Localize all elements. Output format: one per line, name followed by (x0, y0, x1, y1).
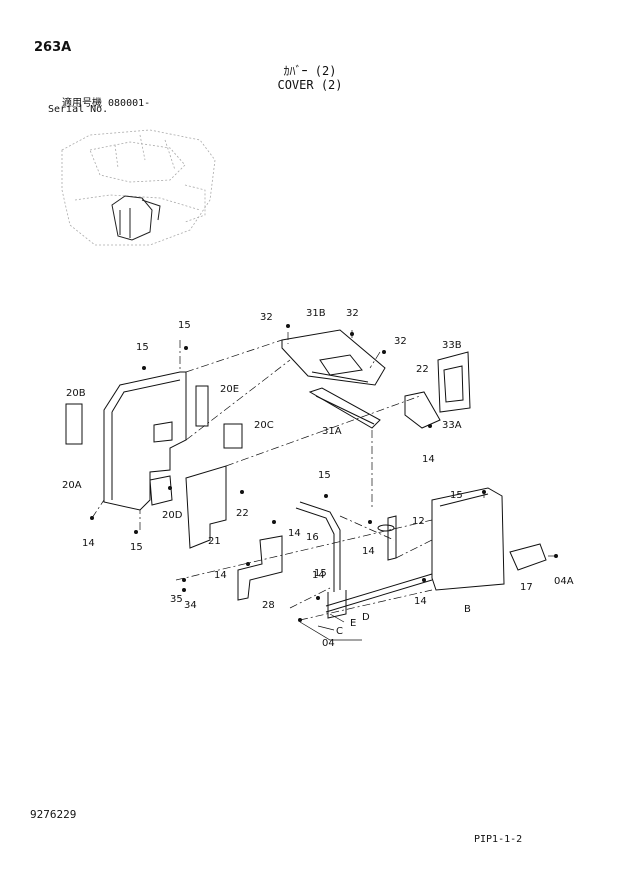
callout-14-h: 04A (554, 576, 574, 587)
title-english: COVER (2) (277, 78, 343, 92)
callout-14-a: 14 (422, 454, 435, 465)
callout-20C: 20C (254, 420, 274, 431)
callout-32-a: 32 (260, 312, 273, 323)
document-number: 9276229 (30, 808, 77, 821)
part-31A-rail (308, 387, 381, 429)
part-33B-cover (437, 351, 471, 413)
part-04-rail (325, 573, 433, 619)
part-33A-cover (404, 391, 441, 429)
dimension-lines (299, 613, 362, 641)
callout-22-b: 22 (236, 508, 249, 519)
serial-label-english: Serial No. (48, 104, 109, 115)
callout-35: 35 (170, 594, 183, 605)
callout-C: 04 (322, 638, 335, 649)
callout-31B: 31B (306, 308, 326, 319)
machine-thumbnail (61, 129, 216, 246)
callout-20E: 20E (220, 384, 239, 395)
callout-15-e: 15 (450, 490, 463, 501)
callout-04A: B (464, 604, 471, 615)
page-code: PIP1-1-2 (474, 834, 523, 845)
callout-labels: 32 31B 32 32 33B 15 15 20B 20E 22 20C 33… (62, 308, 574, 649)
part-20E-strip (195, 385, 209, 427)
part-12-bracket (377, 515, 397, 561)
callout-15-b: 15 (136, 342, 149, 353)
callout-14-f: 14 (312, 570, 325, 581)
part-20B-pad (65, 403, 83, 445)
callout-32-b: 32 (346, 308, 359, 319)
callout-20A: 20A (62, 480, 82, 491)
callout-20D: 20D (162, 510, 183, 521)
callout-33A: 33A (442, 420, 462, 431)
callout-15-d: 15 (130, 542, 143, 553)
callout-E: C (336, 626, 343, 637)
callout-20B: 20B (66, 388, 86, 399)
callout-12: 12 (412, 516, 425, 527)
page-number: 263A (34, 40, 72, 55)
part-28-bracket (237, 535, 283, 601)
callout-32-c: 32 (394, 336, 407, 347)
callout-14-c: 14 (288, 528, 301, 539)
callout-14-b: 14 (82, 538, 95, 549)
thumbnail-highlight (111, 195, 161, 241)
part-16-rod (295, 501, 341, 592)
part-20C-pad (223, 423, 243, 449)
callout-16: 16 (306, 532, 319, 543)
part-20A-panel (103, 371, 187, 511)
callout-14-d: 14 (362, 546, 375, 557)
callout-34: 34 (184, 600, 197, 611)
callout-15-c: 15 (318, 470, 331, 481)
title-japanese: ｶﾊﾞｰ (2) (283, 64, 337, 78)
callout-17: 17 (520, 582, 533, 593)
fastener-markers (90, 324, 558, 622)
callout-14-e: 14 (214, 570, 227, 581)
callout-22-a: 22 (416, 364, 429, 375)
callout-14-g: 14 (414, 596, 427, 607)
callout-15-a: 15 (178, 320, 191, 331)
part-31B-plate (281, 329, 386, 386)
serial-label-japanese: 適用号機 080001- (62, 98, 151, 109)
callout-15-f: 15 (314, 568, 327, 579)
part-17-bracket (509, 543, 547, 571)
part-04A-panel (431, 487, 505, 591)
callout-B: D (362, 612, 370, 623)
callout-21: 21 (208, 536, 221, 547)
callout-28: 28 (262, 600, 275, 611)
part-20D-plate (149, 475, 173, 506)
callout-D: E (350, 618, 356, 629)
callout-31A: 31A (322, 426, 342, 437)
callout-33B: 33B (442, 340, 462, 351)
